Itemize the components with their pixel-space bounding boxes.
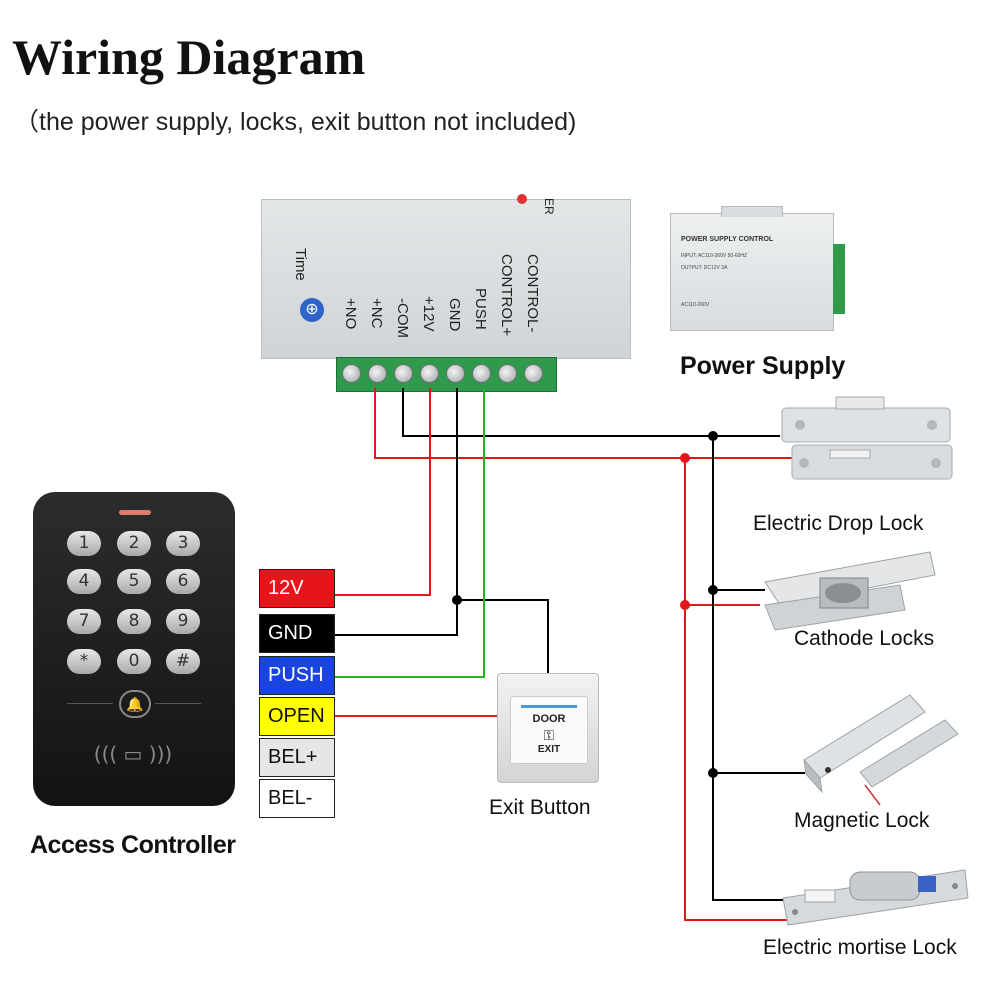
divider <box>155 703 201 704</box>
wire-label: OPEN <box>268 705 325 727</box>
junction-dot <box>708 768 718 778</box>
screw-icon <box>342 364 361 383</box>
terminal-block <box>336 357 557 392</box>
exit-button-face: DOOR ⚿ EXIT <box>510 696 588 764</box>
electric-mortise-lock-image <box>782 869 969 926</box>
terminal-label-12v: +12V <box>420 296 437 332</box>
power-led-icon <box>517 194 527 204</box>
green-wire-push <box>335 388 485 678</box>
ps-photo-output: OUTPUT: DC12V 3A <box>681 265 728 271</box>
screw-icon <box>524 364 543 383</box>
bell-icon[interactable]: 🔔 <box>119 690 151 718</box>
terminal-label-gnd: GND <box>446 298 463 332</box>
ps-photo-input: INPUT: AC110-260V 50-60HZ <box>681 253 748 259</box>
magnetic-lock-label: Magnetic Lock <box>794 809 930 832</box>
key-7[interactable]: 7 <box>67 609 101 634</box>
terminal-label-com: -COM <box>394 298 411 338</box>
electric-drop-lock-image <box>781 396 953 480</box>
junction-dot <box>708 585 718 595</box>
key-6[interactable]: 6 <box>166 569 200 594</box>
page-title: Wiring Diagram <box>12 29 366 85</box>
door-text: DOOR <box>532 713 566 725</box>
screw-icon <box>472 364 491 383</box>
wire-label: BEL+ <box>268 746 318 768</box>
exit-button-label: Exit Button <box>489 796 591 819</box>
terminal-label-nc: +NC <box>368 298 385 329</box>
junction-dot <box>680 600 690 610</box>
screw-icon <box>498 364 517 383</box>
junction-dot <box>680 453 690 463</box>
key-8[interactable]: 8 <box>117 609 151 634</box>
wire-label: GND <box>268 622 313 644</box>
divider <box>67 703 113 704</box>
key-3[interactable]: 3 <box>166 531 200 556</box>
power-supply-photo: POWER SUPPLY CONTROL INPUT: AC110-260V 5… <box>670 206 845 331</box>
terminal-label-control-minus: CONTROL- <box>524 254 541 333</box>
time-knob-icon: ⊕ <box>300 298 324 322</box>
exit-text: EXIT <box>537 744 561 755</box>
wire-gnd: GND <box>259 614 335 653</box>
magnetic-lock-image <box>803 694 959 806</box>
terminal-label-control-plus: CONTROL+ <box>498 254 515 337</box>
screw-icon <box>446 364 465 383</box>
screw-icon <box>368 364 387 383</box>
terminal-label-push: PUSH <box>472 288 489 330</box>
cathode-lock-image <box>764 551 936 631</box>
ps-photo-title: POWER SUPPLY CONTROL <box>681 236 774 243</box>
ps-photo-ac: AC110-260V <box>681 302 710 308</box>
power-supply-module: ER Time ⊕ +NO +NC -COM +12V GND PUSH CON… <box>261 194 631 359</box>
electric-mortise-lock-label: Electric mortise Lock <box>763 936 957 959</box>
junction-dot <box>452 595 462 605</box>
cathode-locks-label: Cathode Locks <box>794 627 935 650</box>
black-wire-gnd <box>335 388 458 636</box>
terminal-label-no: +NO <box>342 298 359 330</box>
wire-bel-plus: BEL+ <box>259 738 335 777</box>
power-supply-label: Power Supply <box>680 352 846 380</box>
mount-tab <box>721 206 783 217</box>
exit-button-device[interactable]: DOOR ⚿ EXIT <box>497 673 599 783</box>
wire-label: BEL- <box>268 787 313 809</box>
key-0[interactable]: 0 <box>117 649 151 674</box>
access-controller-label: Access Controller <box>30 831 236 859</box>
key-5[interactable]: 5 <box>117 569 151 594</box>
wire-push: PUSH <box>259 656 335 695</box>
power-label: ER <box>542 198 556 215</box>
black-wire-lock <box>402 388 790 901</box>
ps-photo-terminal <box>833 244 845 314</box>
red-wire-com <box>374 388 790 921</box>
electric-drop-lock-label: Electric Drop Lock <box>753 512 924 535</box>
key-4[interactable]: 4 <box>67 569 101 594</box>
status-led-icon <box>119 510 151 515</box>
key-2[interactable]: 2 <box>117 531 151 556</box>
key-hash[interactable]: # <box>166 649 200 674</box>
access-controller-keypad: 1 2 3 4 5 6 7 8 9 * 0 # 🔔 ((( ▭ ))) <box>33 492 235 806</box>
junction-dot <box>708 431 718 441</box>
key-icon: ⚿ <box>543 727 555 743</box>
red-wire-12v <box>335 388 431 596</box>
wire-12v: 12V <box>259 569 335 608</box>
page-subtitle: （the power supply, locks, exit button no… <box>14 108 577 136</box>
wire-label: 12V <box>268 577 304 599</box>
wire-open: OPEN <box>259 697 335 736</box>
rfid-card-icon: ((( ▭ ))) <box>93 742 173 766</box>
wire-label: PUSH <box>268 664 324 686</box>
wire-bel-minus: BEL- <box>259 779 335 818</box>
key-star[interactable]: * <box>67 649 101 674</box>
screw-icon <box>420 364 439 383</box>
time-label: Time <box>292 248 309 281</box>
key-9[interactable]: 9 <box>166 609 200 634</box>
black-wire-exit <box>457 599 549 673</box>
screw-icon <box>394 364 413 383</box>
key-1[interactable]: 1 <box>67 531 101 556</box>
accent-bar <box>521 705 577 708</box>
